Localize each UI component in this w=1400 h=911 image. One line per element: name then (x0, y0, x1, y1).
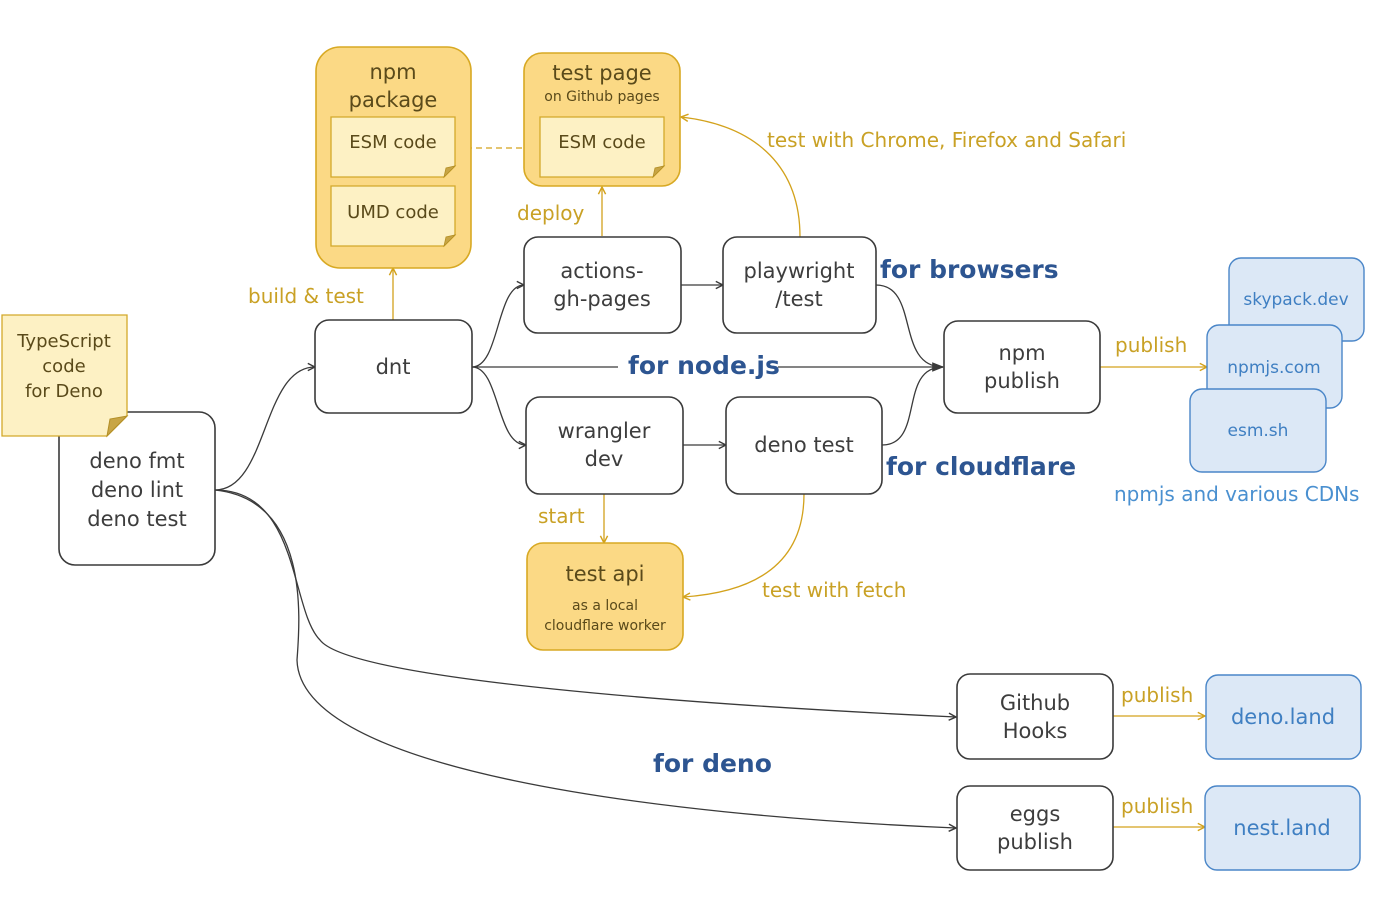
actions-label-2: gh-pages (553, 287, 651, 311)
deno-lint-label: deno lint (91, 478, 183, 502)
eggs-publish-label-1: eggs (1010, 802, 1061, 826)
dnt-label: dnt (376, 355, 411, 379)
wrangler-label-2: dev (585, 447, 624, 471)
test-page-subtitle: on Github pages (544, 89, 659, 105)
npm-package-title-2: package (349, 88, 438, 112)
connectors (214, 117, 1207, 828)
edge-deno-to-dnt (214, 367, 315, 491)
edge-deno-to-eggs (214, 489, 956, 828)
test-api-node: test api as a local cloudflare worker (526, 542, 684, 651)
npm-package-title-1: npm (369, 60, 416, 84)
edge-playwright-to-test-page (681, 117, 801, 238)
npmjs-card: npmjs.com (1206, 324, 1343, 409)
playwright-label-1: playwright (744, 259, 855, 283)
nest-land-card: nest.land (1204, 785, 1361, 871)
deno-land-card: deno.land (1205, 674, 1362, 760)
publish-deno-label: publish (1121, 683, 1193, 707)
wrangler-node: wrangler dev (525, 396, 684, 495)
test-page-node: test page on Github pages ESM code (523, 52, 681, 187)
edge-dnt-to-actions (471, 285, 524, 368)
test-page-esm-code-label: ESM code (558, 132, 645, 153)
npm-publish-label-1: npm (998, 341, 1045, 365)
test-fetch-label: test with fetch (762, 578, 906, 602)
build-test-label: build & test (248, 284, 364, 308)
skypack-card: skypack.dev (1228, 257, 1365, 342)
edge-deno-test-to-test-api (683, 493, 805, 597)
esm-sh-label: esm.sh (1228, 421, 1289, 441)
for-cloudflare-label: for cloudflare (886, 452, 1076, 481)
npmjs-label: npmjs.com (1227, 358, 1320, 378)
deno-test-node: deno test (725, 396, 883, 495)
deno-tools-node: deno fmt deno lint deno test (58, 411, 216, 566)
test-page-esm-code-doc: ESM code (539, 116, 666, 179)
for-browsers-label: for browsers (880, 255, 1059, 284)
dnt-node: dnt (314, 319, 473, 414)
cdns-caption: npmjs and various CDNs (1114, 482, 1359, 506)
test-api-subtitle-2: cloudflare worker (544, 618, 666, 634)
eggs-publish-node: eggs publish (956, 785, 1114, 871)
typescript-note: TypeScript code for Deno (1, 314, 129, 438)
playwright-node: playwright /test (722, 236, 877, 334)
esm-sh-card: esm.sh (1189, 388, 1327, 473)
deno-land-label: deno.land (1231, 705, 1335, 729)
npm-package-node: npm package ESM code UMD code (315, 46, 472, 269)
wrangler-label-1: wrangler (558, 419, 651, 443)
npm-publish-node: npm publish (943, 320, 1101, 414)
deno-fmt-label: deno fmt (89, 449, 184, 473)
edge-dnt-to-wrangler (471, 366, 526, 445)
playwright-label-2: /test (775, 287, 822, 311)
typescript-note-line-1: TypeScript (16, 331, 111, 352)
github-hooks-label-2: Hooks (1003, 719, 1068, 743)
publish-npm-label: publish (1115, 333, 1187, 357)
start-label: start (538, 504, 585, 528)
edge-deno-to-github-hooks (214, 489, 956, 717)
deno-test-label: deno test (87, 507, 186, 531)
npm-esm-code-label: ESM code (349, 132, 436, 153)
deno-test-node-label: deno test (754, 433, 853, 457)
npm-esm-code-doc: ESM code (330, 116, 457, 179)
npm-umd-code-doc: UMD code (330, 185, 457, 248)
deploy-label: deploy (517, 201, 584, 225)
edge-playwright-to-npm-publish (875, 284, 944, 368)
edge-deno-test-to-npm-publish (881, 366, 944, 446)
for-deno-label: for deno (653, 749, 772, 778)
actions-label-1: actions- (560, 259, 643, 283)
npm-publish-label-2: publish (984, 369, 1060, 393)
test-api-subtitle-1: as a local (572, 598, 638, 614)
typescript-note-line-2: code (42, 356, 85, 377)
test-page-title: test page (552, 61, 651, 85)
skypack-label: skypack.dev (1243, 290, 1348, 310)
typescript-note-line-3: for Deno (25, 381, 103, 402)
npm-umd-code-label: UMD code (347, 202, 439, 223)
eggs-publish-label-2: publish (997, 830, 1073, 854)
nest-land-label: nest.land (1233, 816, 1330, 840)
github-hooks-label-1: Github (1000, 691, 1070, 715)
publish-nest-label: publish (1121, 794, 1193, 818)
github-hooks-node: Github Hooks (956, 673, 1114, 760)
actions-gh-pages-node: actions- gh-pages (523, 236, 682, 334)
test-api-title: test api (565, 562, 644, 586)
for-node-label: for node.js (628, 351, 780, 380)
test-browsers-label: test with Chrome, Firefox and Safari (767, 128, 1126, 152)
